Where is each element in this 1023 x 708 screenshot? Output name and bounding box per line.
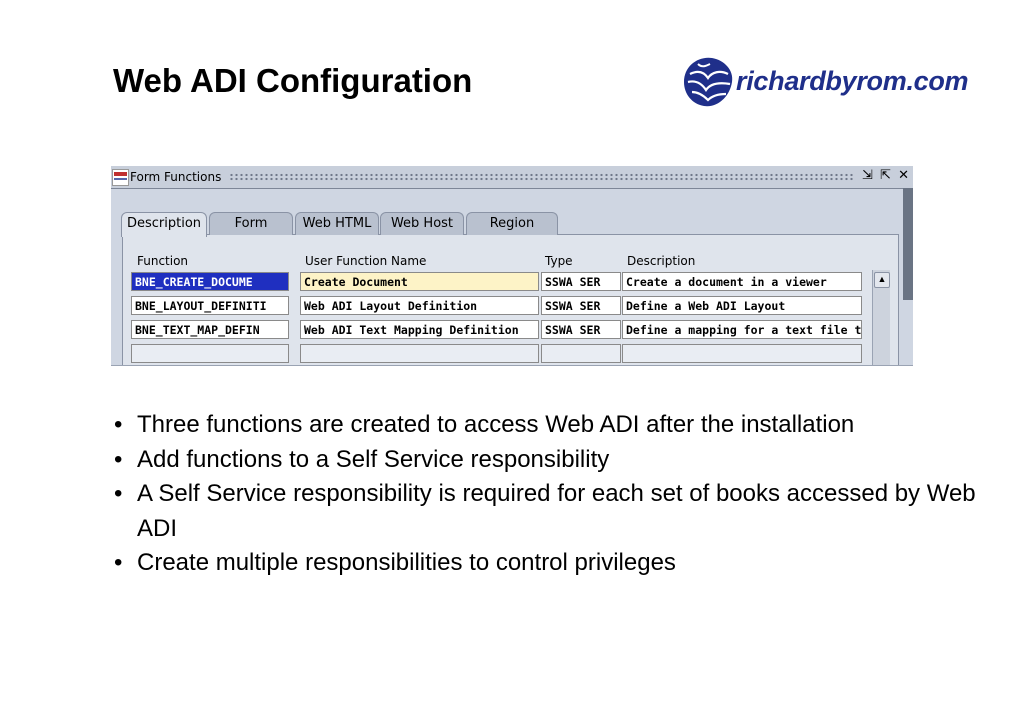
scroll-up-icon[interactable]: ▲ [874,272,890,288]
type-cell[interactable]: SSWA SER [541,296,621,315]
maximize-icon[interactable]: ⇱ [880,168,891,183]
window-title: Form Functions [130,170,222,184]
tab-form[interactable]: Form [209,212,293,235]
vertical-scrollbar[interactable]: ▲ [872,270,890,365]
function-cell[interactable]: BNE_TEXT_MAP_DEFIN [131,320,289,339]
function-cell[interactable]: BNE_CREATE_DOCUME [131,272,289,291]
lion-head-icon [684,57,733,107]
titlebar-grip [229,173,855,181]
form-functions-window: Form Functions ⇲ ⇱ ✕ Description Form We… [111,166,913,366]
bullet-item: Three functions are created to access We… [114,408,994,443]
type-cell[interactable]: SSWA SER [541,320,621,339]
description-cell[interactable]: Create a document in a viewer [622,272,862,291]
bullet-item: A Self Service responsibility is require… [114,477,994,546]
window-controls: ⇲ ⇱ ✕ [859,168,909,183]
close-icon[interactable]: ✕ [898,168,909,183]
function-cell[interactable]: BNE_LAYOUT_DEFINITI [131,296,289,315]
window-edge [903,188,913,300]
column-header-user-function-name: User Function Name [305,254,427,268]
oracle-app-icon [112,169,129,186]
user-function-name-cell[interactable]: Web ADI Text Mapping Definition [300,320,539,339]
type-cell[interactable] [541,344,621,363]
tab-description[interactable]: Description [121,212,207,237]
user-function-name-cell[interactable] [300,344,539,363]
column-header-description: Description [627,254,696,268]
slide-title: Web ADI Configuration [113,62,473,99]
description-cell[interactable]: Define a Web ADI Layout [622,296,862,315]
type-cell[interactable]: SSWA SER [541,272,621,291]
bullet-list: Three functions are created to access We… [114,408,994,581]
bullet-item: Add functions to a Self Service responsi… [114,443,994,478]
logo-text: richardbyrom.com [736,66,969,96]
window-titlebar[interactable]: Form Functions ⇲ ⇱ ✕ [111,166,913,189]
description-cell[interactable]: Define a mapping for a text file to a [622,320,862,339]
column-header-type: Type [545,254,573,268]
user-function-name-cell[interactable]: Create Document [300,272,539,291]
tab-region[interactable]: Region [466,212,558,235]
description-cell[interactable] [622,344,862,363]
column-header-function: Function [137,254,189,268]
minimize-icon[interactable]: ⇲ [862,168,873,183]
user-function-name-cell[interactable]: Web ADI Layout Definition [300,296,539,315]
richardbyrom-logo: richardbyrom.com [678,52,1013,114]
bullet-item: Create multiple responsibilities to cont… [114,546,994,581]
tab-web-host[interactable]: Web Host [380,212,464,235]
function-cell[interactable] [131,344,289,363]
tab-web-html[interactable]: Web HTML [295,212,379,235]
